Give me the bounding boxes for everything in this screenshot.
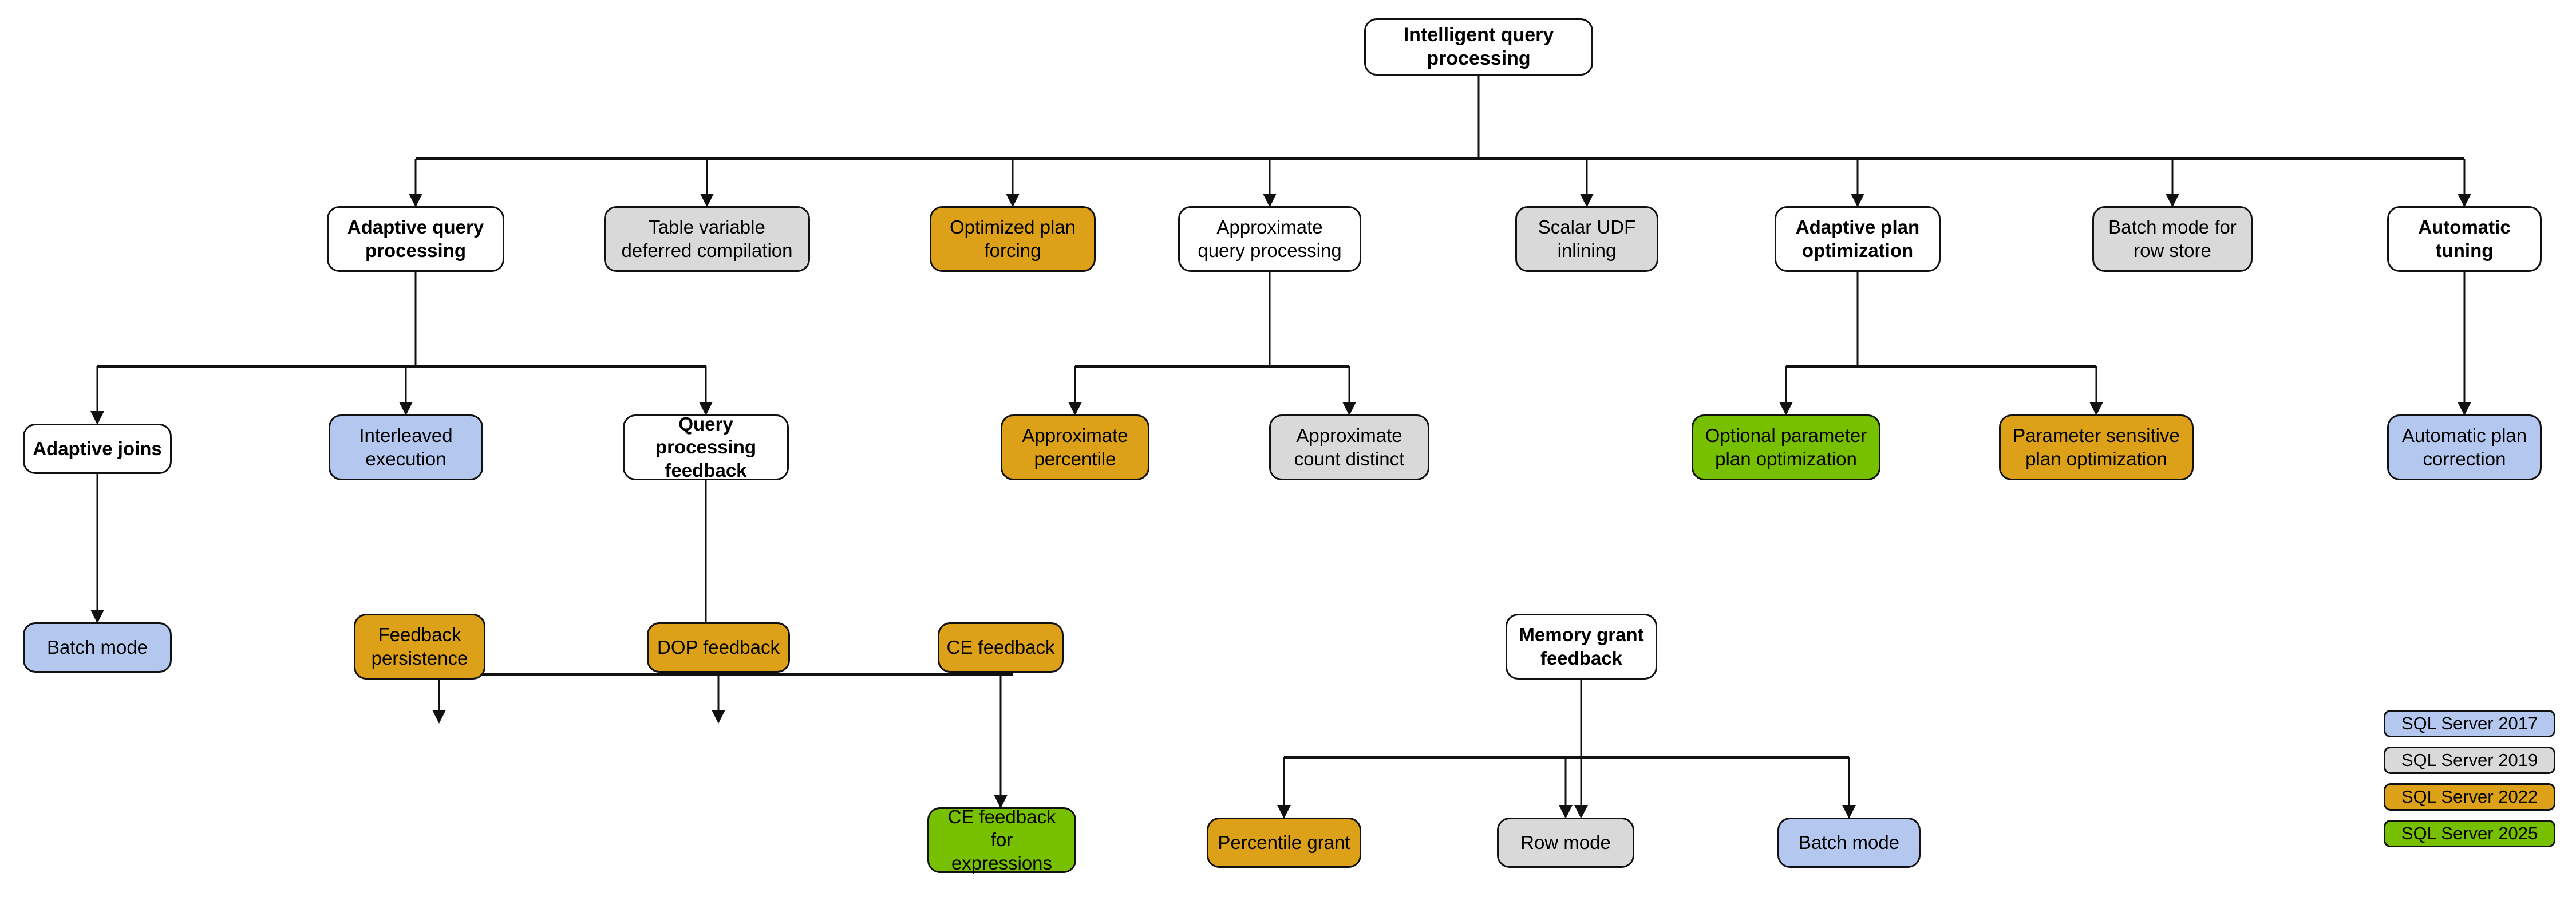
- node-interleaved[interactable]: Interleaved execution: [329, 414, 483, 480]
- node-label: Intelligent query processing: [1403, 23, 1554, 69]
- legend-item-label: SQL Server 2025: [2401, 823, 2538, 843]
- node-app[interactable]: Approximate query processing: [1178, 206, 1361, 272]
- node-cefbexpr[interactable]: CE feedback for expressions: [927, 806, 1076, 874]
- legend-item-label: SQL Server 2022: [2401, 787, 2538, 807]
- node-fbpersist[interactable]: Feedback persistence: [354, 614, 485, 680]
- node-label: Batch mode: [46, 636, 148, 658]
- node-label: Table variable deferred compilation: [621, 216, 793, 261]
- node-root[interactable]: Intelligent query processing: [1364, 18, 1593, 76]
- node-aqp[interactable]: Adaptive query processing: [327, 206, 504, 272]
- node-label: Scalar UDF inlining: [1538, 216, 1636, 261]
- legend-item-sql2022: SQL Server 2022: [2384, 783, 2555, 811]
- node-label: Adaptive query processing: [347, 216, 484, 261]
- node-label: Parameter sensitive plan optimization: [2013, 425, 2180, 469]
- node-label: Adaptive plan optimization: [1795, 216, 1920, 261]
- node-acd[interactable]: Approximate count distinct: [1269, 414, 1429, 480]
- node-label: Automatic plan correction: [2401, 425, 2527, 469]
- legend-item-label: SQL Server 2017: [2401, 713, 2538, 733]
- node-oppo[interactable]: Optional parameter plan optimization: [1692, 414, 1880, 480]
- node-adaptjoins[interactable]: Adaptive joins: [23, 424, 172, 474]
- node-apct[interactable]: Approximate percentile: [1001, 414, 1149, 480]
- node-label: Approximate percentile: [1022, 425, 1128, 469]
- node-label: Adaptive joins: [33, 437, 162, 459]
- node-tvdc[interactable]: Table variable deferred compilation: [604, 206, 810, 272]
- node-pctgrant[interactable]: Percentile grant: [1207, 818, 1361, 868]
- node-label: CE feedback for expressions: [947, 806, 1056, 874]
- node-label: Batch mode: [1798, 831, 1900, 853]
- node-label: CE feedback: [946, 636, 1055, 658]
- node-label: Feedback persistence: [371, 624, 468, 669]
- node-apc[interactable]: Automatic plan correction: [2387, 414, 2542, 480]
- node-label: Interleaved execution: [359, 425, 453, 469]
- node-mgf[interactable]: Memory grant feedback: [1506, 614, 1657, 680]
- legend-item-label: SQL Server 2019: [2401, 750, 2538, 770]
- node-batchmode2[interactable]: Batch mode: [1777, 818, 1921, 868]
- node-udf[interactable]: Scalar UDF inlining: [1515, 206, 1658, 272]
- node-label: Automatic tuning: [2418, 216, 2511, 261]
- node-label: Approximate query processing: [1198, 216, 1342, 261]
- node-cefb[interactable]: CE feedback: [938, 622, 1064, 673]
- node-label: Optimized plan forcing: [949, 216, 1076, 261]
- legend-item-sql2017: SQL Server 2017: [2384, 710, 2555, 737]
- node-label: Approximate count distinct: [1294, 425, 1405, 469]
- node-label: Optional parameter plan optimization: [1705, 425, 1867, 469]
- node-rowmode[interactable]: Row mode: [1497, 818, 1634, 868]
- node-bmrs[interactable]: Batch mode for row store: [2092, 206, 2253, 272]
- node-apo[interactable]: Adaptive plan optimization: [1775, 206, 1941, 272]
- node-dopfb[interactable]: DOP feedback: [647, 622, 790, 673]
- node-opf[interactable]: Optimized plan forcing: [930, 206, 1096, 272]
- node-autotune[interactable]: Automatic tuning: [2387, 206, 2542, 272]
- node-qpf[interactable]: Query processing feedback: [623, 413, 789, 481]
- node-pspo[interactable]: Parameter sensitive plan optimization: [1999, 414, 2194, 480]
- node-label: DOP feedback: [657, 636, 780, 658]
- legend-item-sql2019: SQL Server 2019: [2384, 747, 2555, 774]
- node-label: Memory grant feedback: [1519, 624, 1644, 669]
- node-batchmode1[interactable]: Batch mode: [23, 622, 172, 673]
- node-label: Percentile grant: [1218, 831, 1350, 853]
- node-label: Query processing feedback: [655, 413, 757, 481]
- node-label: Batch mode for row store: [2108, 216, 2237, 261]
- node-label: Row mode: [1520, 831, 1611, 853]
- legend-item-sql2025: SQL Server 2025: [2384, 820, 2555, 847]
